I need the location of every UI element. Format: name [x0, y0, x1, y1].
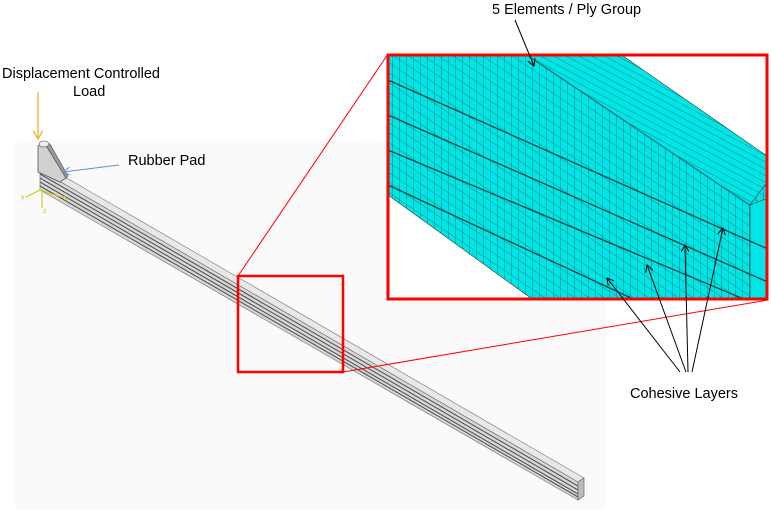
rubber-pad-label: Rubber Pad	[128, 153, 206, 169]
laminate-beam	[39, 165, 585, 501]
zoom-detail-frame	[386, 53, 769, 301]
zoom-region-box	[236, 274, 345, 374]
zoom-connector-bottom	[342, 299, 769, 373]
zoom-connector-top	[237, 53, 389, 277]
zoomed-mesh	[388, 55, 767, 299]
cohesive-layer-arrows	[607, 228, 723, 373]
load-label-line1: Displacement Controlled	[2, 66, 160, 82]
elements-per-ply-arrow	[514, 19, 534, 66]
axis-triad	[25, 189, 65, 208]
elements-per-ply-label: 5 Elements / Ply Group	[492, 2, 642, 18]
rubber-pad-arrow	[63, 164, 120, 172]
triad-y-label: y	[21, 194, 25, 201]
triad-x-label: x	[64, 195, 68, 202]
triad-z-label: z	[43, 208, 47, 215]
load-label-line2: Load	[73, 84, 106, 100]
cohesive-layers-label: Cohesive Layers	[630, 386, 738, 402]
